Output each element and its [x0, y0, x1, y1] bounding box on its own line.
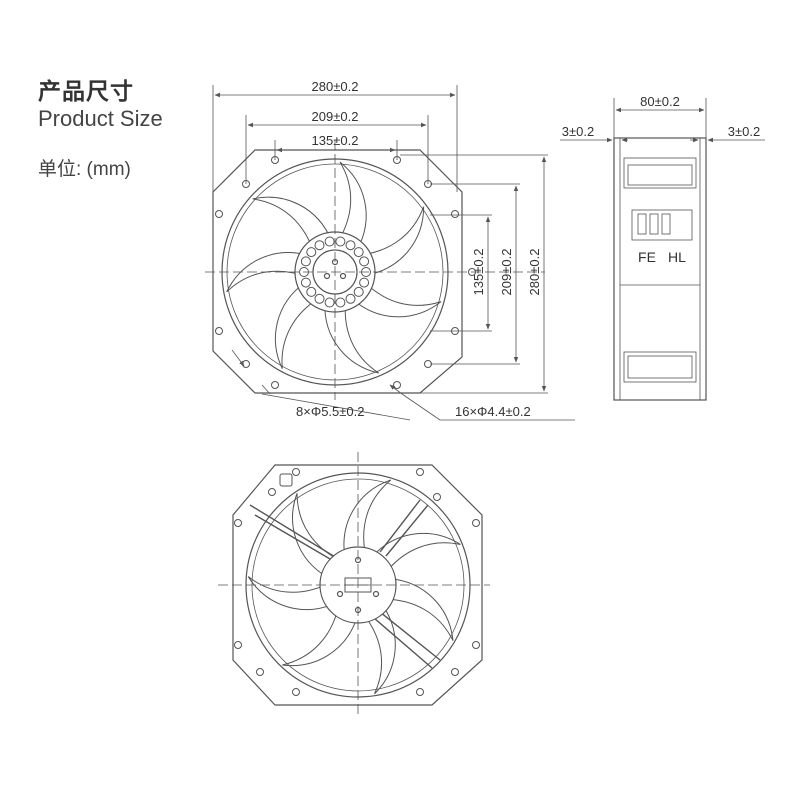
front-view	[205, 85, 575, 421]
hub-hole	[300, 256, 311, 267]
back-view	[218, 452, 490, 718]
dim-hole-spacing-inner: 135±0.2	[312, 133, 359, 148]
dim-flange-right: 3±0.2	[728, 124, 760, 139]
hub-hole	[353, 286, 364, 297]
side-body	[613, 137, 707, 401]
dim-vertical-overall: 280±0.2	[527, 249, 542, 296]
back-struts	[249, 499, 441, 669]
back-mounting-holes	[234, 468, 480, 696]
dim-hole-spacing-mid: 209±0.2	[312, 109, 359, 124]
hub-hole	[359, 277, 370, 288]
title-chinese: 产品尺寸	[38, 79, 134, 105]
hub-hole	[335, 297, 346, 308]
terminal-block	[631, 209, 693, 241]
dim-vertical-mid: 209±0.2	[499, 249, 514, 296]
title-english: Product Size	[38, 106, 163, 131]
hub-hole	[300, 277, 311, 288]
hub-hole	[353, 247, 364, 258]
back-frame-outline	[232, 464, 483, 706]
dim-flange-left: 3±0.2	[562, 124, 594, 139]
hub-hole	[345, 293, 356, 304]
hub-hole	[359, 256, 370, 267]
unit-label: 单位: (mm)	[38, 159, 131, 180]
hub-hole	[306, 286, 317, 297]
front-dimension-labels: 280±0.2 209±0.2 135±0.2 135±0.2 209±0.2 …	[296, 79, 542, 419]
terminal-fe-label: FE	[638, 249, 656, 265]
hub-hole	[314, 240, 325, 251]
hub-hole	[324, 236, 335, 247]
side-view	[560, 98, 765, 401]
dim-holes-16: 16×Φ4.4±0.2	[455, 404, 531, 419]
dim-vertical-inner: 135±0.2	[471, 249, 486, 296]
hub-hole	[324, 297, 335, 308]
terminal-hl-label: HL	[668, 249, 686, 265]
dim-depth: 80±0.2	[640, 94, 680, 109]
dim-overall-width: 280±0.2	[312, 79, 359, 94]
side-dimension-labels: 80±0.2 3±0.2 3±0.2 FE HL	[562, 94, 760, 265]
dim-holes-8: 8×Φ5.5±0.2	[296, 404, 364, 419]
hub-hole	[335, 236, 346, 247]
hub-hole	[345, 240, 356, 251]
hub-hole	[306, 247, 317, 258]
hub-hole	[314, 293, 325, 304]
